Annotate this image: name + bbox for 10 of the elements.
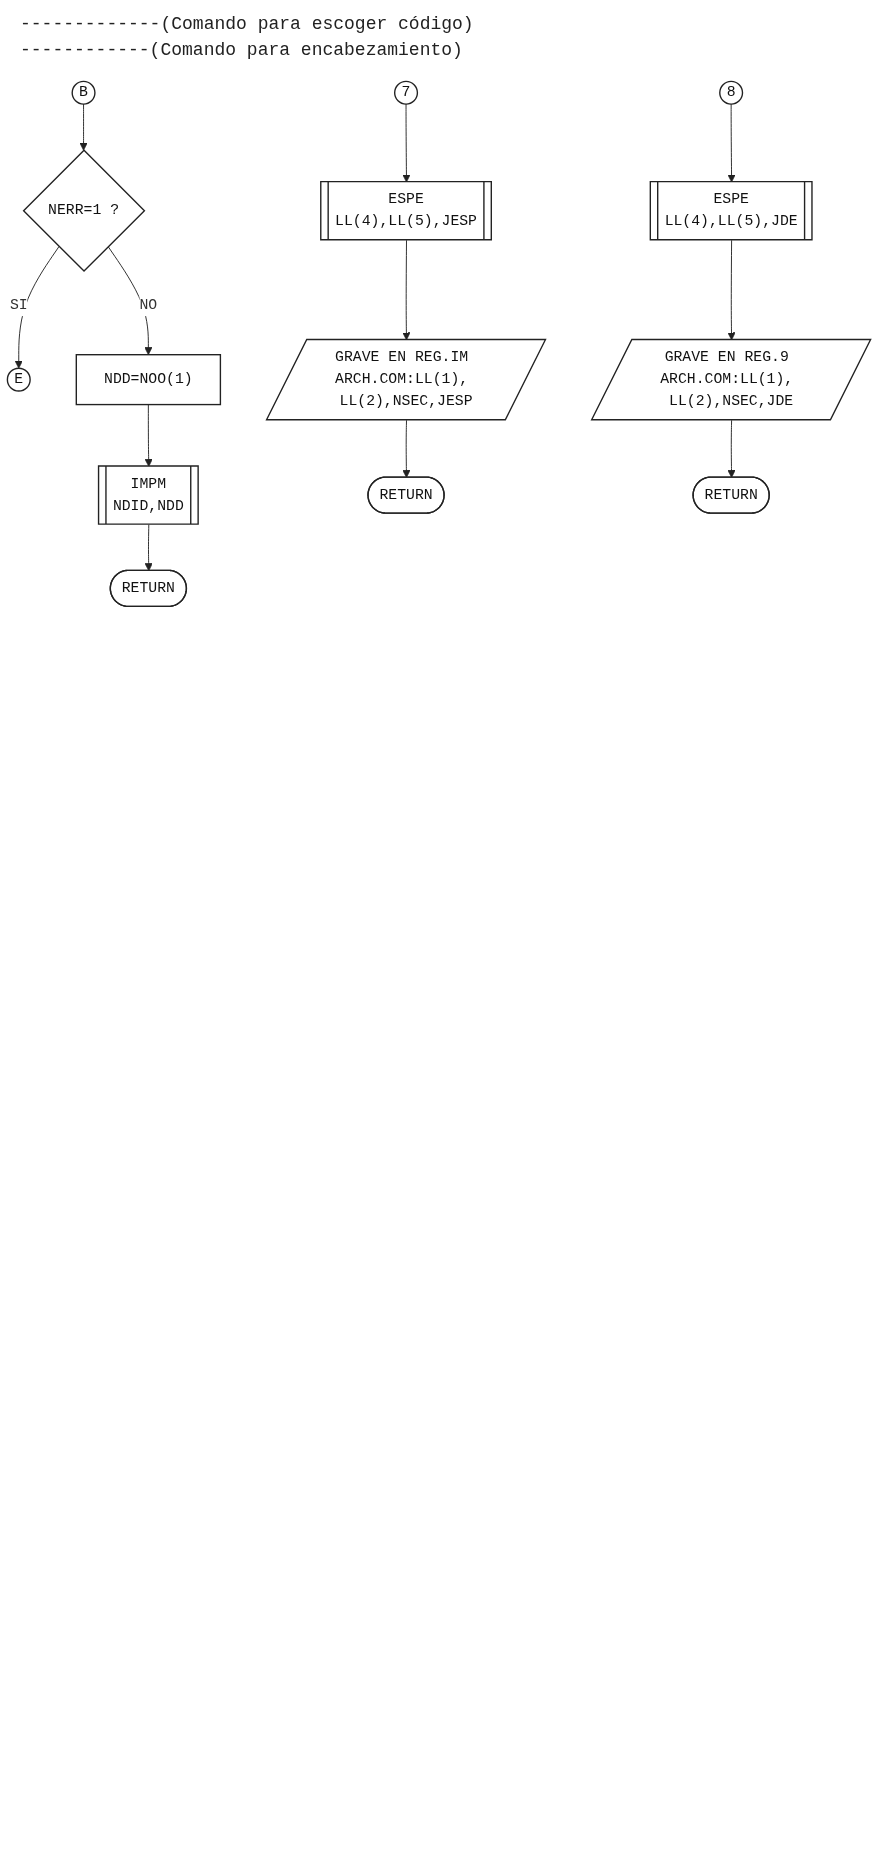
comment-note: -------------(Comando para escoger código) [20, 14, 475, 34]
node-box: NDD=NOO(1) [75, 354, 222, 406]
edge-label: SI [9, 296, 28, 314]
node-circle: B [71, 80, 96, 105]
comment-note: ------------(Comando para encabezamiento) [20, 40, 464, 60]
node-circle: 8 [719, 80, 744, 105]
node-diamond: NERR=1 ? [22, 149, 146, 273]
node-circle: 7 [393, 80, 419, 105]
node-circle: E [6, 367, 31, 392]
edge-label: NO [139, 296, 158, 314]
